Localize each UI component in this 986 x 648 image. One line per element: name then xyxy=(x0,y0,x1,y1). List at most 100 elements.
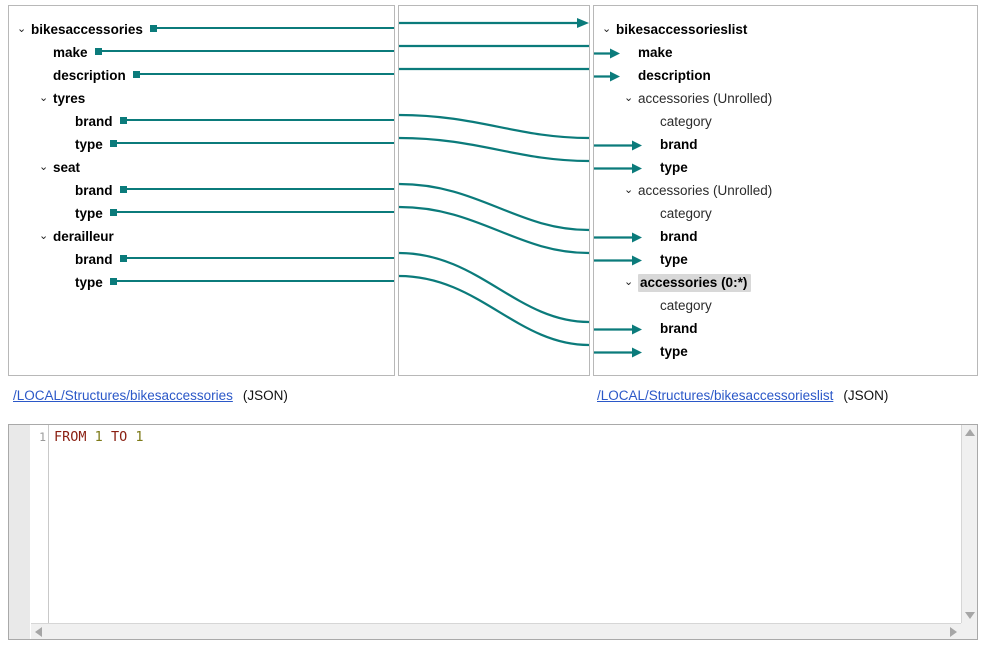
target-tree-node-label: category xyxy=(660,297,712,313)
code-token-plain xyxy=(87,429,95,445)
mapping-connector-handle[interactable] xyxy=(149,25,157,33)
chevron-down-icon[interactable]: ⌄ xyxy=(17,22,27,35)
target-tree-node-label: brand xyxy=(660,320,698,336)
mapping-lead-line xyxy=(127,257,394,259)
mapping-lead-line xyxy=(117,280,394,282)
mapping-connector-handle[interactable] xyxy=(119,186,127,194)
mapping-curve[interactable] xyxy=(399,205,589,255)
source-tree-node-label: type xyxy=(75,274,103,290)
target-tree-node[interactable]: ⌄accessories (Unrolled) xyxy=(624,86,772,109)
source-structure-panel[interactable]: ⌄ bikesaccessories make description⌄tyres br… xyxy=(8,5,395,376)
source-tree-node[interactable]: type xyxy=(61,132,117,155)
mapping-incoming-arrow-icon xyxy=(594,46,620,59)
target-tree-node[interactable]: description xyxy=(624,63,711,86)
source-tree-node[interactable]: brand xyxy=(61,178,127,201)
mapping-incoming-arrow-icon xyxy=(594,161,642,174)
scroll-up-arrow-icon[interactable] xyxy=(965,429,975,436)
source-path-caption-right: /LOCAL/Structures/bikesaccessorieslist (J… xyxy=(597,388,888,403)
mapping-lead-line xyxy=(140,73,394,75)
mapping-connector-handle[interactable] xyxy=(94,48,102,56)
mapping-connector-handle[interactable] xyxy=(109,209,117,217)
target-tree-node-label: make xyxy=(638,44,673,60)
mapping-curve[interactable] xyxy=(399,274,589,347)
chevron-down-icon[interactable]: ⌄ xyxy=(39,91,49,104)
source-tree-node[interactable]: description xyxy=(39,63,140,86)
code-token-number: 1 xyxy=(135,429,144,445)
mapping-connector-handle[interactable] xyxy=(119,117,127,125)
target-tree-node-label: brand xyxy=(660,136,698,152)
target-tree-node[interactable]: type xyxy=(646,339,688,362)
mapping-incoming-arrow-icon xyxy=(594,253,642,266)
target-tree-node-label: type xyxy=(660,159,688,175)
code-token-plain xyxy=(103,429,111,445)
chevron-down-icon[interactable]: ⌄ xyxy=(624,275,634,288)
mapping-lead-line xyxy=(127,188,394,190)
source-tree-node[interactable]: ⌄ bikesaccessories xyxy=(17,17,157,40)
target-tree-node[interactable]: type xyxy=(646,247,688,270)
target-tree-node[interactable]: category xyxy=(646,109,712,132)
scroll-down-arrow-icon[interactable] xyxy=(965,612,975,619)
target-tree-node[interactable]: category xyxy=(646,293,712,316)
editor-gutter[interactable] xyxy=(9,425,31,639)
mapping-curve[interactable] xyxy=(399,136,589,163)
target-tree-node[interactable]: make xyxy=(624,40,673,63)
mapping-curve[interactable] xyxy=(399,113,589,140)
code-token-keyword: FROM xyxy=(54,429,87,445)
target-tree-node-label: type xyxy=(660,251,688,267)
mapping-code-editor[interactable]: 1 FROM 1 TO 1 xyxy=(8,424,978,640)
mapping-curve[interactable] xyxy=(399,182,589,232)
editor-code-text[interactable]: FROM 1 TO 1 xyxy=(50,425,960,622)
mapping-connector-handle[interactable] xyxy=(109,278,117,286)
source-tree-node[interactable]: brand xyxy=(61,247,127,270)
source-tree-node-label: brand xyxy=(75,113,113,129)
chevron-down-icon[interactable]: ⌄ xyxy=(602,22,612,35)
mapping-connector-handle[interactable] xyxy=(119,255,127,263)
source-tree-node-label: make xyxy=(53,44,88,60)
target-tree-node-label: bikesaccessorieslist xyxy=(616,21,748,37)
mapping-link-panel[interactable] xyxy=(398,5,590,376)
target-tree-node-label: brand xyxy=(660,228,698,244)
source-tree-node-label: brand xyxy=(75,251,113,267)
target-tree-node[interactable]: brand xyxy=(646,316,698,339)
source-tree-node-label: bikesaccessories xyxy=(31,21,143,37)
target-tree-node[interactable]: ⌄accessories (0:*) xyxy=(624,270,752,293)
target-tree-node[interactable]: type xyxy=(646,155,688,178)
code-token-keyword: TO xyxy=(110,429,128,445)
target-tree-node-label: category xyxy=(660,113,712,129)
editor-vertical-scrollbar[interactable] xyxy=(961,425,977,623)
source-tree-node[interactable]: type xyxy=(61,270,117,293)
scrollbar-corner xyxy=(961,623,977,639)
source-tree-node[interactable]: brand xyxy=(61,109,127,132)
target-tree-node[interactable]: ⌄ bikesaccessorieslist xyxy=(602,17,747,40)
chevron-down-icon[interactable]: ⌄ xyxy=(624,183,634,196)
source-tree[interactable]: ⌄ bikesaccessories make description⌄tyres br… xyxy=(9,6,394,375)
chevron-down-icon[interactable]: ⌄ xyxy=(39,160,49,173)
source-format-left: (JSON) xyxy=(242,388,288,403)
target-tree-node[interactable]: ⌄accessories (Unrolled) xyxy=(624,178,772,201)
mapping-connector-handle[interactable] xyxy=(132,71,140,79)
source-tree-node[interactable]: ⌄derailleur xyxy=(39,224,114,247)
mapping-curve-arrowhead-icon xyxy=(577,18,589,28)
mapping-lead-line xyxy=(102,50,394,52)
scroll-right-arrow-icon[interactable] xyxy=(950,627,957,637)
editor-horizontal-scrollbar[interactable] xyxy=(31,623,961,639)
scroll-left-arrow-icon[interactable] xyxy=(35,627,42,637)
mapping-connector-handle[interactable] xyxy=(109,140,117,148)
source-tree-node[interactable]: make xyxy=(39,40,102,63)
source-tree-node[interactable]: ⌄tyres xyxy=(39,86,85,109)
target-tree-node[interactable]: brand xyxy=(646,132,698,155)
source-path-link-left[interactable]: /LOCAL/Structures/bikesaccessories xyxy=(13,388,233,403)
source-tree-node[interactable]: type xyxy=(61,201,117,224)
target-tree-node[interactable]: brand xyxy=(646,224,698,247)
source-path-link-right[interactable]: /LOCAL/Structures/bikesaccessorieslist xyxy=(597,388,834,403)
code-token-number: 1 xyxy=(94,429,103,445)
mapping-curve[interactable] xyxy=(399,251,589,324)
target-tree-node[interactable]: category xyxy=(646,201,712,224)
source-tree-node[interactable]: ⌄seat xyxy=(39,155,80,178)
source-format-right: (JSON) xyxy=(843,388,889,403)
chevron-down-icon[interactable]: ⌄ xyxy=(624,91,634,104)
chevron-down-icon[interactable]: ⌄ xyxy=(39,229,49,242)
